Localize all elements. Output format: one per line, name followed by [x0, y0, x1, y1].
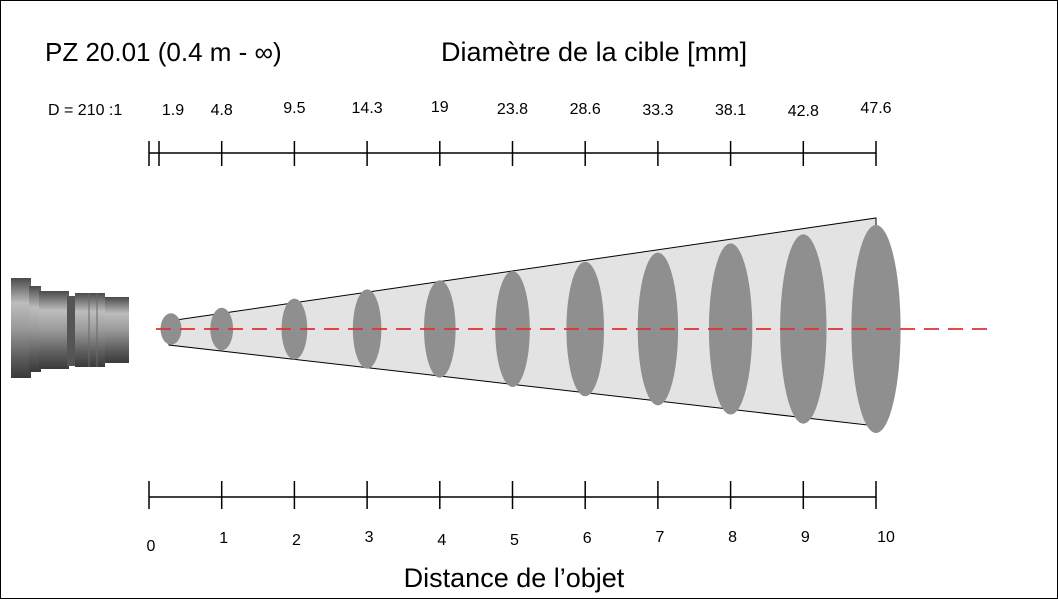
diameter-tick-label: 33.3 [642, 102, 673, 119]
diameter-tick-label: 1.9 [162, 102, 184, 119]
distance-axis-label: Distance de l’objet [404, 563, 625, 593]
distance-tick-label: 6 [583, 530, 592, 547]
target-spot [281, 298, 308, 360]
target-spot [210, 307, 234, 351]
distance-tick-label: 4 [437, 532, 446, 549]
distance-tick-label: 7 [655, 529, 664, 546]
diagram-title: Diamètre de la cible [mm] [441, 37, 747, 67]
target-spot [780, 234, 827, 424]
ratio-label: D = 210 :1 [48, 102, 122, 119]
distance-tick-label: 0 [147, 538, 156, 555]
target-spot [495, 271, 530, 387]
diameter-tick-label: 38.1 [715, 102, 746, 119]
model-label: PZ 20.01 (0.4 m - ∞) [45, 37, 282, 67]
target-spot [424, 280, 456, 378]
target-spot [637, 252, 679, 406]
diameter-tick-label: 28.6 [570, 101, 601, 118]
diameter-tick-label: 19 [431, 99, 449, 116]
pyrometer-lens-icon [11, 278, 129, 378]
diameter-tick-label: 14.3 [352, 100, 383, 117]
target-spot [708, 243, 753, 415]
diameter-tick-label: 47.6 [860, 100, 891, 117]
distance-tick-label: 9 [801, 529, 810, 546]
diameter-tick-label: 4.8 [211, 102, 233, 119]
diameter-tick-label: 23.8 [497, 101, 528, 118]
distance-tick-label: 3 [365, 529, 374, 546]
target-spot [352, 289, 382, 369]
diameter-tick-label: 42.8 [788, 103, 819, 120]
distance-tick-label: 10 [877, 529, 895, 546]
distance-tick-label: 8 [728, 529, 737, 546]
target-spot [566, 261, 604, 397]
distance-tick-label: 1 [219, 530, 228, 547]
distance-tick-label: 5 [510, 532, 519, 549]
diameter-tick-label: 9.5 [283, 100, 305, 117]
distance-tick-label: 2 [292, 532, 301, 549]
